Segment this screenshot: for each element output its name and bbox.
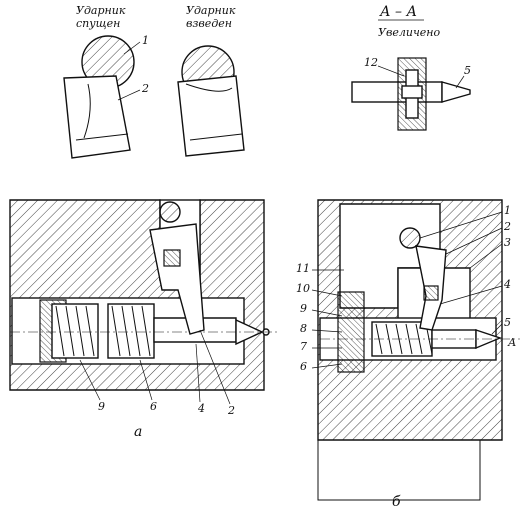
section-mark-a: А bbox=[507, 336, 516, 349]
state-released-line1: Ударник bbox=[76, 4, 126, 17]
state-cocked-line1: Ударник bbox=[186, 4, 236, 17]
label-b-9: 9 bbox=[300, 302, 307, 315]
label-b-10: 10 bbox=[296, 282, 310, 295]
state-cocked-line2: взведен bbox=[186, 17, 232, 30]
label-b-11: 11 bbox=[296, 262, 310, 275]
state-released-line2: спущен bbox=[76, 17, 120, 30]
label-9-a: 9 bbox=[98, 400, 105, 413]
rod-section bbox=[351, 81, 443, 103]
label-b-4: 4 bbox=[503, 278, 511, 291]
caption-b: б bbox=[392, 494, 401, 510]
view-a: 9 6 4 2 а bbox=[9, 199, 280, 440]
label-12: 12 bbox=[364, 56, 378, 69]
detail-released: Ударник спущен 1 2 bbox=[63, 4, 149, 159]
caption-a: а bbox=[134, 424, 142, 440]
spring-large-a bbox=[107, 303, 155, 359]
detail-cocked: Ударник взведен bbox=[177, 4, 245, 157]
label-1-released: 1 bbox=[142, 34, 149, 47]
label-4-a: 4 bbox=[197, 402, 205, 415]
label-b-6: 6 bbox=[300, 360, 307, 373]
rod-tip bbox=[441, 81, 471, 103]
label-2-released: 2 bbox=[141, 82, 149, 95]
label-b-5: 5 bbox=[504, 316, 511, 329]
spring-small-a bbox=[51, 303, 99, 359]
lever-cocked bbox=[177, 75, 245, 157]
label-6-a: 6 bbox=[150, 400, 157, 413]
ball-b bbox=[399, 227, 421, 249]
label-b-2: 2 bbox=[503, 220, 511, 233]
label-5-section: 5 bbox=[464, 64, 471, 77]
label-b-1: 1 bbox=[504, 204, 511, 217]
section-title: А – А bbox=[379, 4, 417, 20]
label-b-8: 8 bbox=[300, 322, 307, 335]
ball-a bbox=[159, 201, 181, 223]
lever-released bbox=[63, 75, 131, 159]
clamp-b bbox=[337, 291, 365, 373]
label-b-7: 7 bbox=[300, 340, 307, 353]
section-aa: А – А Увеличено 12 5 bbox=[351, 4, 471, 131]
label-2-a: 2 bbox=[227, 404, 235, 417]
view-b: 1 2 3 4 5 А 11 10 9 8 7 6 б bbox=[296, 199, 520, 510]
label-b-3: 3 bbox=[504, 236, 511, 249]
section-subtitle: Увеличено bbox=[378, 26, 441, 39]
